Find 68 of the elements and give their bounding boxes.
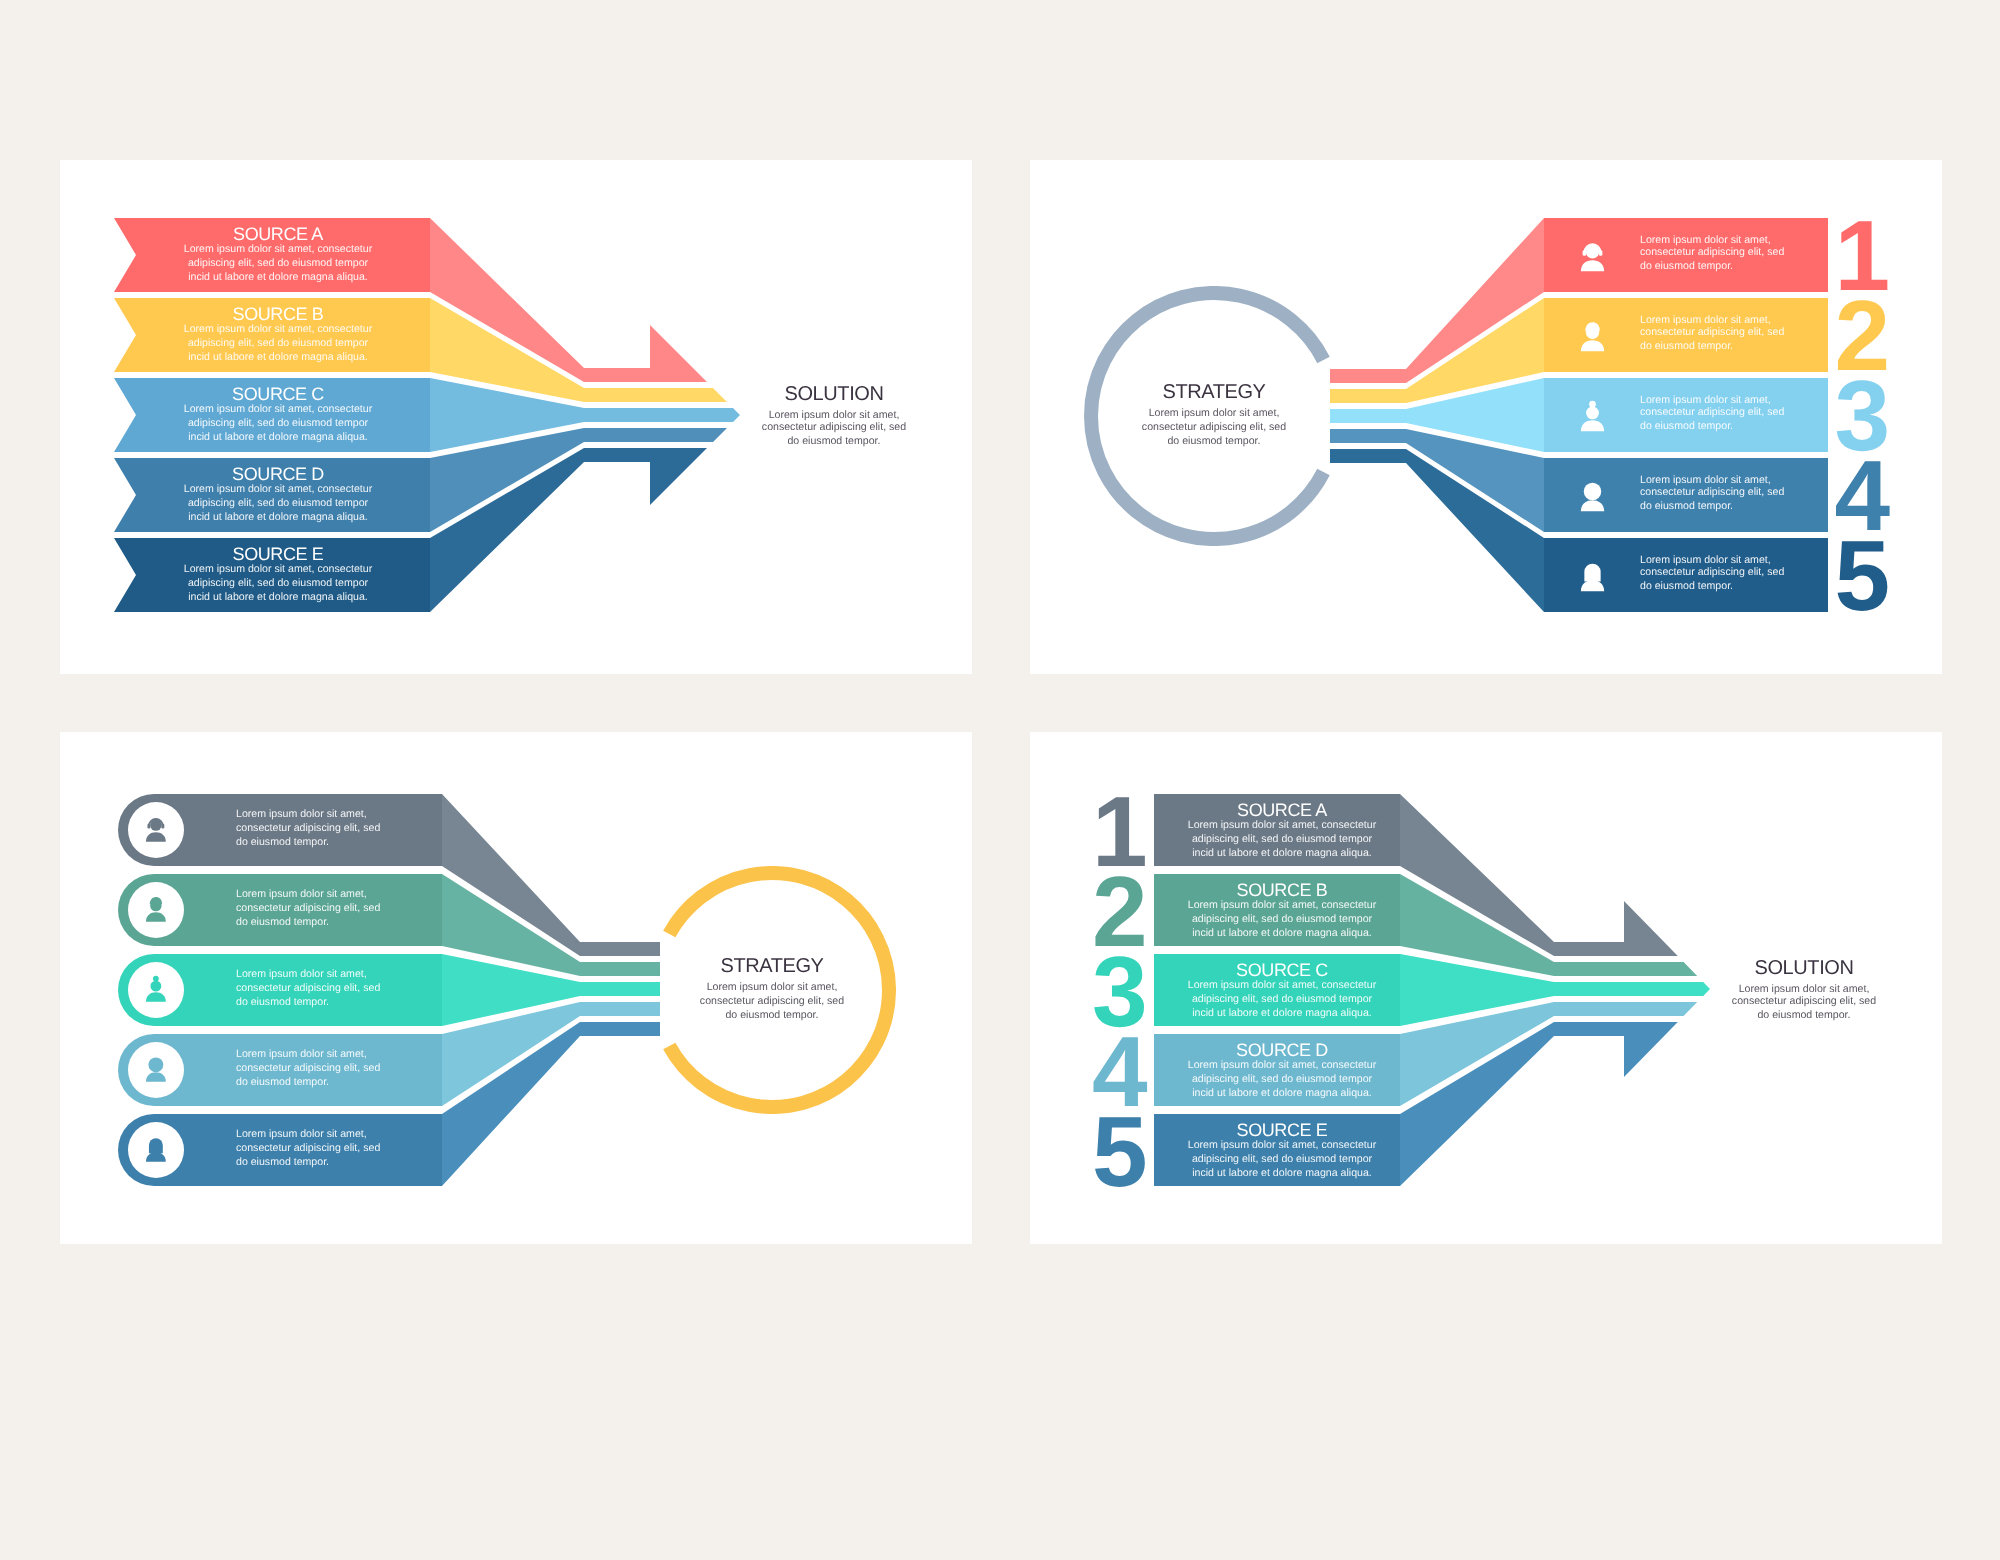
arrow-strip xyxy=(430,428,727,532)
rounded-band xyxy=(118,954,442,1026)
step-number: 5 xyxy=(1092,1113,1148,1189)
funnel-strip xyxy=(442,1022,660,1186)
step-number: 3 xyxy=(1834,377,1890,453)
funnel-strip xyxy=(442,794,660,956)
step-number: 1 xyxy=(1834,217,1890,293)
arrow-strip xyxy=(430,378,740,452)
band-title: SOURCE A xyxy=(233,224,323,245)
band-title: SOURCE B xyxy=(232,304,324,325)
hub-title: STRATEGY xyxy=(1162,382,1266,406)
band-title: SOURCE D xyxy=(1236,1039,1328,1060)
funnel-strip xyxy=(1330,378,1544,452)
band-title: SOURCE A xyxy=(1237,799,1327,820)
arrow-strip xyxy=(1400,1022,1678,1186)
rounded-band xyxy=(118,874,442,946)
band-title: SOURCE D xyxy=(232,464,324,485)
funnel-strip xyxy=(442,1002,660,1106)
step-band xyxy=(1544,218,1890,292)
chevron-band xyxy=(114,298,430,372)
arrow-strip xyxy=(1400,1002,1698,1106)
chevron-band xyxy=(114,378,430,452)
step-band xyxy=(1544,458,1890,532)
step-number: 2 xyxy=(1092,873,1148,949)
rounded-band xyxy=(118,1034,442,1106)
funnel-strip xyxy=(1330,449,1544,612)
hub-title: SOLUTION xyxy=(784,384,884,407)
band-title: SOURCE C xyxy=(232,384,324,405)
rounded-band xyxy=(118,794,442,866)
step-number: 4 xyxy=(1092,1033,1148,1109)
chevron-band xyxy=(114,218,430,292)
band-title: SOURCE B xyxy=(1236,879,1328,900)
step-number: 4 xyxy=(1834,457,1890,533)
band-title: SOURCE E xyxy=(232,544,324,565)
hub-title: SOLUTION xyxy=(1754,958,1854,981)
arrow-strip xyxy=(1400,794,1678,956)
step-band xyxy=(1092,954,1400,1026)
arrow-strip xyxy=(1400,954,1710,1026)
funnel-strip xyxy=(1330,218,1544,383)
step-number: 1 xyxy=(1092,793,1148,869)
rounded-band xyxy=(118,1114,442,1186)
panel-card xyxy=(60,160,972,674)
panel-card xyxy=(1030,160,1942,674)
step-band xyxy=(1544,298,1890,372)
step-band xyxy=(1092,794,1400,866)
band-title: SOURCE E xyxy=(1236,1119,1328,1140)
hub-title: STRATEGY xyxy=(720,956,824,980)
step-band xyxy=(1544,538,1890,612)
arrow-strip xyxy=(1400,874,1698,976)
funnel-strip xyxy=(442,874,660,976)
band-title: SOURCE C xyxy=(1236,959,1328,980)
arrow-strip xyxy=(430,448,707,612)
arrow-strip xyxy=(430,218,707,382)
funnel-strip xyxy=(1330,298,1544,403)
arrow-strip xyxy=(430,298,727,402)
step-number: 5 xyxy=(1834,537,1890,613)
step-band xyxy=(1544,378,1890,452)
step-band xyxy=(1092,1114,1400,1186)
funnel-strip xyxy=(442,954,660,1026)
panel-card xyxy=(60,732,972,1244)
step-number: 2 xyxy=(1834,297,1890,373)
funnel-strip xyxy=(1330,429,1544,532)
step-band xyxy=(1092,874,1400,946)
chevron-band xyxy=(114,538,430,612)
step-band xyxy=(1092,1034,1400,1106)
step-number: 3 xyxy=(1092,953,1148,1029)
panel-card xyxy=(1030,732,1942,1244)
chevron-band xyxy=(114,458,430,532)
